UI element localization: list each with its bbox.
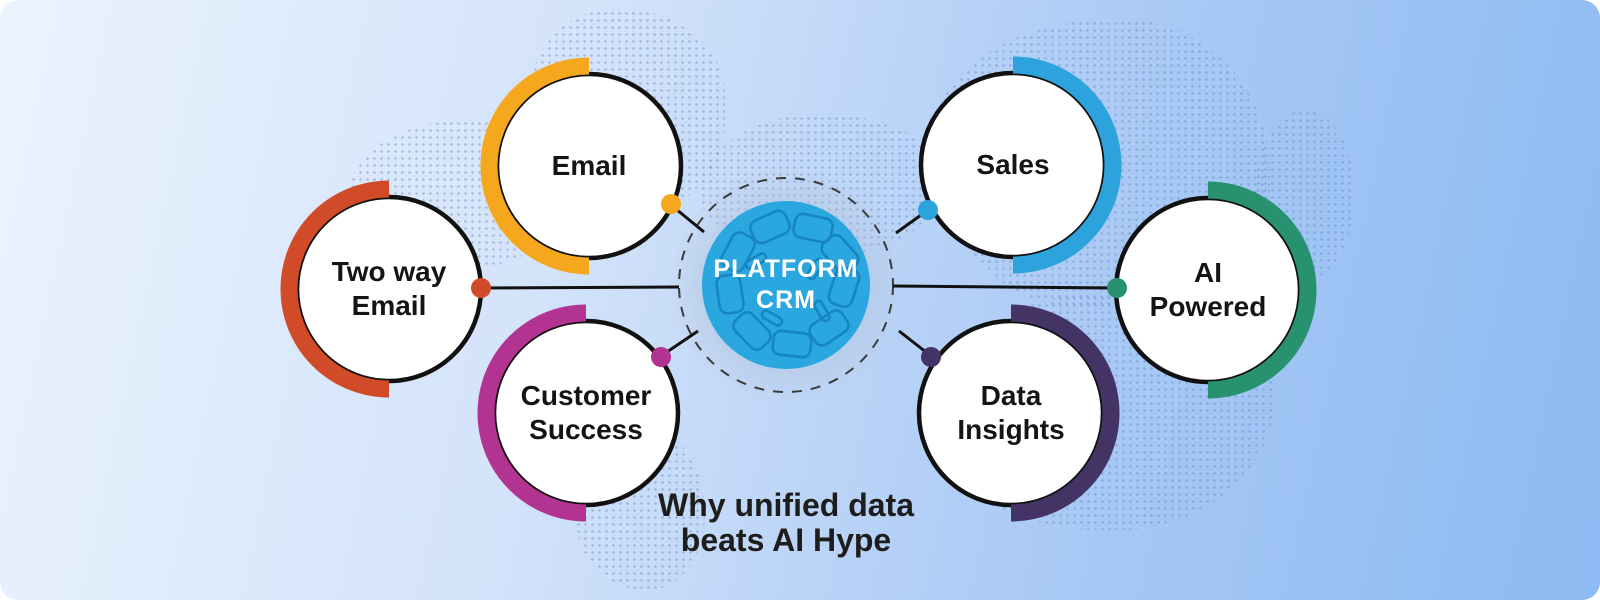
node-email: Email [469, 46, 709, 286]
node-ai-powered: AI Powered [1088, 170, 1328, 410]
node-label-customer-success: Customer Success [520, 380, 652, 445]
center-label: PLATFORM CRM [713, 255, 859, 314]
node-email-circle [480, 57, 684, 275]
node-arc-customer-success [477, 304, 587, 522]
node-arc-data-insights [1010, 304, 1120, 522]
node-customer-success-circle [477, 304, 681, 522]
node-arc-sales [1012, 56, 1122, 274]
node-data-insights-circle [916, 304, 1120, 522]
node-sales: Sales [893, 45, 1133, 285]
node-two-way-email-circle [280, 180, 484, 398]
node-arc-ai-powered [1207, 181, 1317, 399]
node-two-way-email: Two way Email [269, 169, 509, 409]
node-arc-two-way-email [280, 180, 390, 398]
connector-line-two-way-email [480, 285, 680, 290]
page-title: Why unified data beats AI Hype [658, 487, 914, 558]
node-label-ai-powered: AI Powered [1149, 257, 1267, 322]
node-label-sales: Sales [976, 149, 1050, 180]
node-data-insights: Data Insights [891, 293, 1131, 533]
node-customer-success: Customer Success [466, 293, 706, 533]
node-label-two-way-email: Two way Email [331, 256, 447, 321]
center-node-platform-crm: PLATFORM CRM [676, 175, 896, 395]
node-sales-circle [918, 56, 1122, 274]
node-label-data-insights: Data Insights [957, 380, 1065, 445]
node-arc-email [480, 57, 590, 275]
node-label-email: Email [551, 150, 627, 181]
